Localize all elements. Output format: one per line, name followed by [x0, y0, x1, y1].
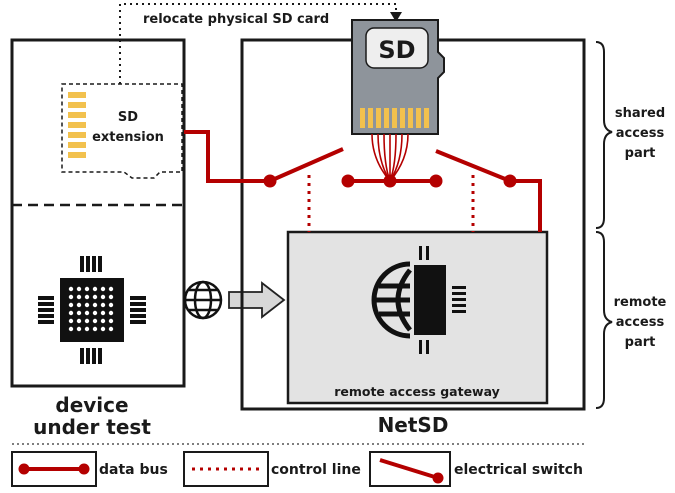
shared-part-brace: [595, 41, 613, 229]
bus-nodes: [263, 174, 517, 188]
network-arrow: [228, 281, 286, 319]
netsd-label: NetSD: [378, 413, 449, 437]
remote-part-line2: access: [616, 315, 665, 330]
remote-part-line1: remote: [614, 295, 667, 310]
relocate-label: relocate physical SD card: [143, 12, 329, 27]
shared-part-line1: shared: [615, 106, 665, 121]
remote-part-brace: [595, 231, 613, 409]
dut-label-line1: device: [55, 393, 128, 417]
sd-extension-label-line2: extension: [92, 130, 164, 145]
sd-extension-label-line1: SD: [118, 110, 138, 125]
sd-card-label: SD: [378, 36, 415, 64]
processor-chip-icon: [38, 256, 146, 364]
relocate-path: [119, 3, 397, 84]
legend-control-line: [183, 451, 269, 487]
sd-fanout-wires: [371, 133, 409, 182]
legend-data-bus-label: data bus: [99, 462, 168, 478]
legend-electrical-switch: [369, 451, 451, 487]
legend-data-bus: [11, 451, 97, 487]
legend-control-line-label: control line: [271, 462, 361, 478]
shared-part-line2: access: [616, 126, 665, 141]
gateway-label: remote access gateway: [334, 384, 500, 399]
sd-card-icon: [351, 19, 445, 135]
remote-part-line3: part: [625, 335, 656, 350]
relocate-arrowhead: [390, 12, 402, 22]
globe-icon: [183, 280, 223, 320]
data-bus: [184, 130, 542, 232]
sd-extension: [61, 83, 183, 179]
gateway-globe-chip-icon: [371, 246, 466, 354]
dut-box: [10, 38, 186, 388]
dut-label-line2: under test: [33, 415, 151, 439]
right-switch: [435, 149, 511, 183]
shared-part-line3: part: [625, 146, 656, 161]
left-switch: [269, 147, 344, 183]
legend-electrical-switch-label: electrical switch: [454, 462, 583, 478]
